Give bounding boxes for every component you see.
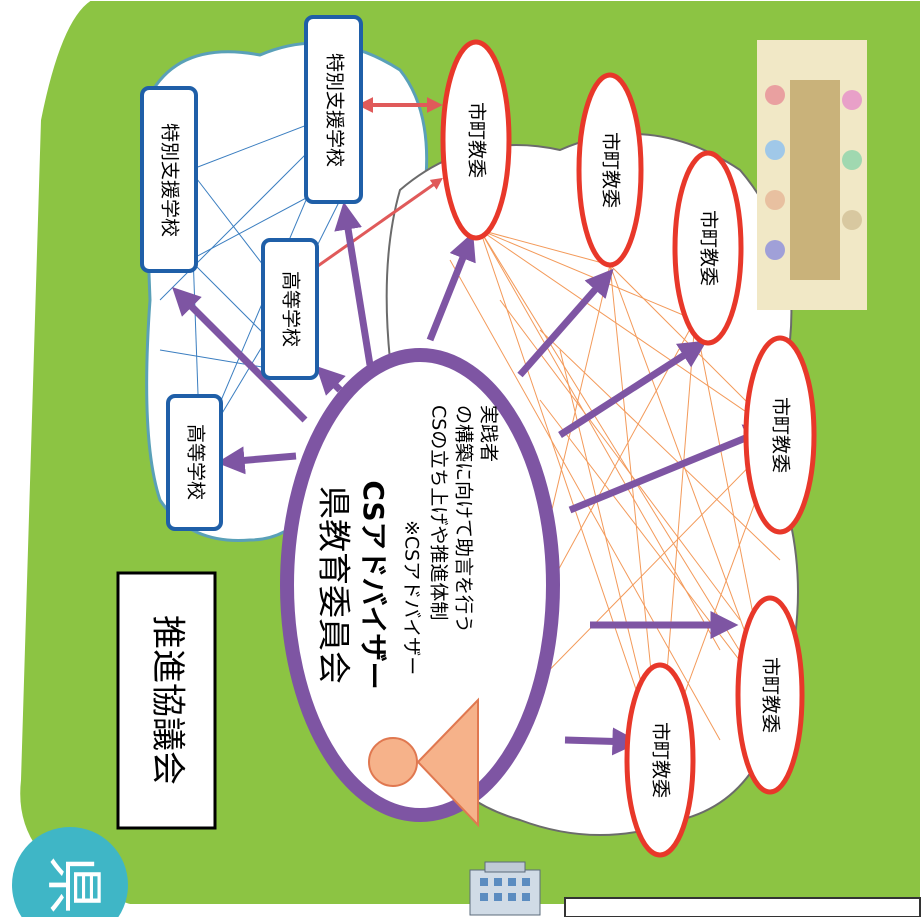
prefecture-badge: 県 xyxy=(12,827,128,921)
svg-text:高等学校: 高等学校 xyxy=(185,424,207,500)
person-icon xyxy=(368,697,479,828)
svg-text:特別支援学校: 特別支援学校 xyxy=(159,123,181,237)
meeting-illustration xyxy=(757,40,867,310)
board-node-6: 市町教委 xyxy=(624,662,696,858)
school-node-special-1: 特別支援学校 xyxy=(140,86,198,273)
board-node-5: 市町教委 xyxy=(735,595,805,795)
school-node-special-2: 特別支援学校 xyxy=(304,15,363,204)
council-label-box: 推進協議会 xyxy=(116,571,217,830)
building-icon xyxy=(469,861,541,916)
svg-text:市町教委: 市町教委 xyxy=(698,210,720,286)
center-note-2: CSの立ち上げや推進体制 xyxy=(428,405,450,620)
svg-text:市町教委: 市町教委 xyxy=(600,132,622,208)
svg-text:高等学校: 高等学校 xyxy=(280,271,302,347)
link-high-board xyxy=(302,177,443,278)
board-node-2: 市町教委 xyxy=(576,72,644,268)
center-title: CSアドバイザー xyxy=(357,480,390,689)
advisor-arrows xyxy=(172,201,773,756)
center-org: 県教育委員会 xyxy=(315,486,354,684)
svg-text:市町教委: 市町教委 xyxy=(770,397,792,473)
center-note-1: ※CSアドバイザー xyxy=(401,520,423,675)
svg-text:県: 県 xyxy=(40,856,108,914)
school-node-high-1: 高等学校 xyxy=(166,394,223,531)
board-node-4: 市町教委 xyxy=(743,335,817,535)
center-note-3: の構築に向けて助言を行う xyxy=(453,405,475,633)
note-frame xyxy=(564,897,921,918)
svg-text:市町教委: 市町教委 xyxy=(760,657,782,733)
svg-text:特別支援学校: 特別支援学校 xyxy=(324,53,346,167)
center-note-4: 実践者 xyxy=(478,405,500,462)
advisor-hub xyxy=(280,348,560,822)
board-node-3: 市町教委 xyxy=(672,150,744,346)
school-node-high-2: 高等学校 xyxy=(261,238,319,380)
svg-text:市町教委: 市町教委 xyxy=(650,722,672,798)
board-node-1: 市町教委 xyxy=(440,39,512,241)
svg-text:市町教委: 市町教委 xyxy=(466,102,488,178)
council-label: 推進協議会 xyxy=(148,615,188,785)
